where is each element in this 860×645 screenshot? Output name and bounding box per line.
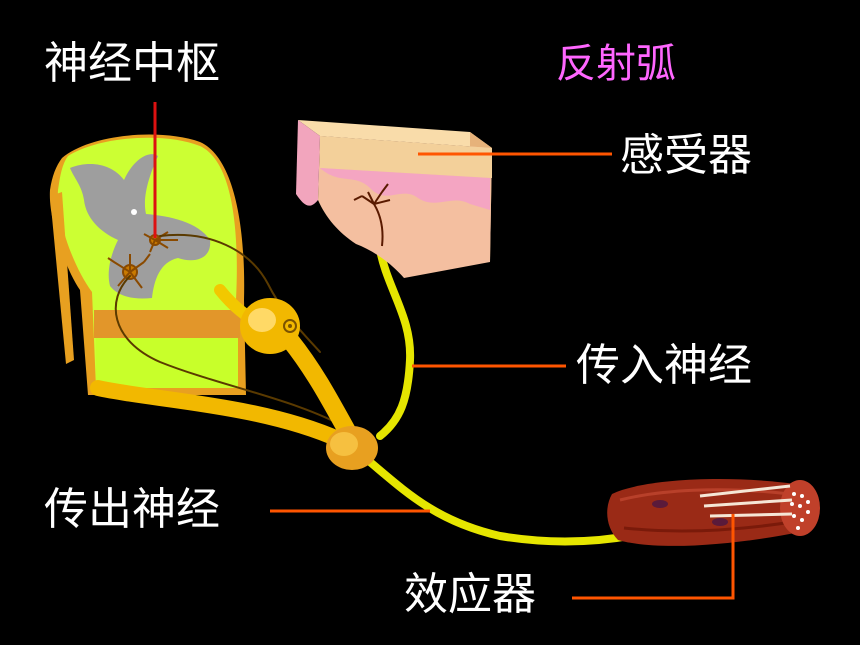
effector-leader bbox=[572, 514, 735, 600]
nerve-fibers bbox=[90, 234, 732, 546]
diagram-title: 反射弧 bbox=[556, 41, 676, 87]
receptor-label: 感受器 bbox=[620, 130, 752, 181]
efferent-nerve-label: 传出神经 bbox=[44, 484, 220, 535]
skin-receptor bbox=[296, 120, 492, 278]
efferent-nerve-path bbox=[354, 448, 644, 546]
nerve-center-label: 神经中枢 bbox=[44, 38, 220, 89]
afferent-nerve-path bbox=[376, 246, 415, 440]
effector-label: 效应器 bbox=[404, 569, 536, 620]
afferent-nerve-label: 传入神经 bbox=[576, 340, 752, 391]
motor-neuron bbox=[107, 253, 151, 289]
leader-lines bbox=[153, 102, 735, 600]
spinal-cord bbox=[49, 134, 246, 395]
muscle-effector bbox=[607, 479, 820, 546]
dorsal-root-ganglion bbox=[240, 298, 300, 354]
spinal-nerve-junction bbox=[326, 426, 378, 470]
